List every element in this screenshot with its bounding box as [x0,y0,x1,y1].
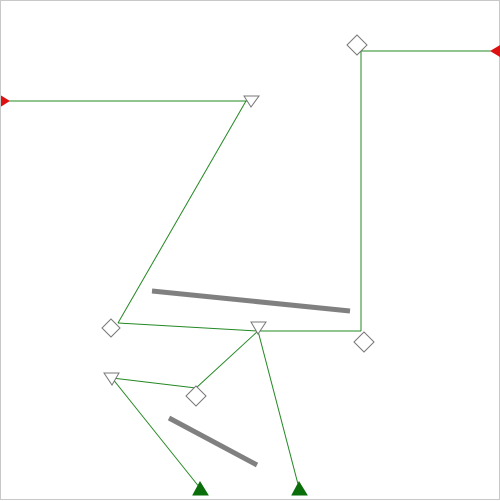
wire-middle-diamond-to-lower-triangle [111,377,197,389]
wire-center-triangle-to-middle-diamond [195,330,259,389]
terminal-arrow-right[interactable] [490,45,500,57]
diamond-node-middle[interactable] [185,385,207,407]
wire-center-triangle-to-bottom-right-terminal [257,330,300,489]
obstacle-bar-lower [167,415,259,468]
terminal-arrow-left[interactable] [1,95,10,107]
terminal-triangle-bottom-right[interactable] [291,480,308,496]
obstacle-bar-upper [151,288,351,314]
triangle-down-node-top[interactable] [243,95,260,108]
triangle-down-node-lower[interactable] [103,372,120,386]
diamond-node-left[interactable] [101,318,121,338]
triangle-down-node-center[interactable] [250,321,267,335]
wire-left-diamond-to-center-triangle [117,322,259,332]
wire-layer [4,50,495,489]
node-layer [1,34,500,496]
wire-lower-triangle-to-bottom-left-terminal [111,377,201,489]
obstacle-layer [151,288,351,468]
terminal-triangle-bottom-left[interactable] [192,480,209,496]
wire-top-triangle-to-left-diamond [117,100,247,324]
diamond-node-right[interactable] [353,331,375,353]
diamond-node-top[interactable] [346,34,368,56]
